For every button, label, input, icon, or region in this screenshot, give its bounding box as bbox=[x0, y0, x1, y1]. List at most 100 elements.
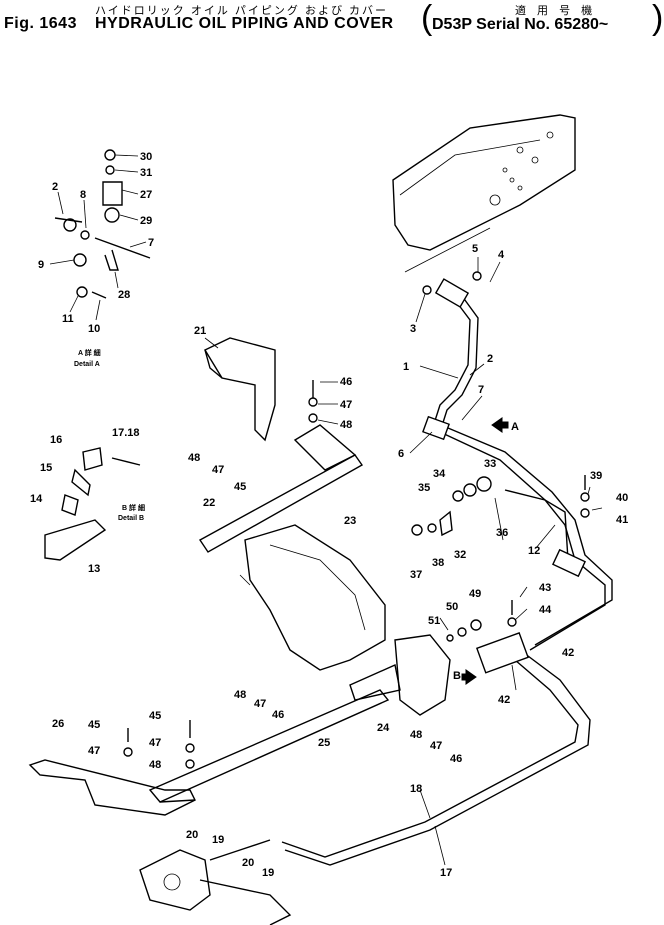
callout-label: 28 bbox=[118, 289, 130, 301]
callout-label: 47 bbox=[88, 745, 100, 757]
hydraulic-tank bbox=[392, 114, 576, 273]
callout-label: 15 bbox=[40, 462, 52, 474]
callout-label: 5 bbox=[472, 243, 478, 255]
callout-label: 32 bbox=[454, 549, 466, 561]
callout-label: 22 bbox=[203, 497, 215, 509]
detail-a-label-japanese: A 詳 細 bbox=[78, 348, 101, 357]
callout-label: 48 bbox=[234, 689, 246, 701]
callout-label: 23 bbox=[344, 515, 356, 527]
hydraulic-pipe-set bbox=[281, 278, 613, 866]
callout-label: 12 bbox=[528, 545, 540, 557]
callout-label: 48 bbox=[410, 729, 422, 741]
callout-label: 29 bbox=[140, 215, 152, 227]
callout-label: 44 bbox=[539, 604, 552, 616]
detail-b-label: B 詳 細 Detail B bbox=[118, 503, 145, 522]
detail-a-parts bbox=[54, 149, 151, 299]
bar-25 bbox=[148, 689, 390, 803]
callout-label: 35 bbox=[418, 482, 430, 494]
callout-label: 46 bbox=[272, 709, 284, 721]
callout-label: 3 bbox=[410, 323, 416, 335]
detail-b-label-english: Detail B bbox=[118, 515, 144, 522]
callout-label: 30 bbox=[140, 151, 152, 163]
callout-label: 1 bbox=[403, 361, 409, 373]
guard-21 bbox=[204, 337, 276, 442]
leader-lines bbox=[49, 154, 603, 866]
callout-label: 49 bbox=[469, 588, 481, 600]
callout-label: 45 bbox=[149, 710, 161, 722]
callout-label: 20 bbox=[186, 829, 198, 841]
serial-applicability: D53P Serial No. 65280~ bbox=[432, 16, 609, 33]
callout-label: 38 bbox=[432, 557, 444, 569]
callout-label: 26 bbox=[52, 718, 64, 730]
callout-label: 18 bbox=[410, 783, 422, 795]
callout-label: 21 bbox=[194, 325, 206, 337]
callout-label: 16 bbox=[50, 434, 62, 446]
callout-label: 14 bbox=[30, 493, 43, 505]
callout-label: 39 bbox=[590, 470, 602, 482]
bolt-stacks bbox=[123, 380, 590, 769]
callout-label: 6 bbox=[398, 448, 404, 460]
callout-label: 47 bbox=[340, 399, 352, 411]
callout-label: 47 bbox=[212, 464, 224, 476]
callout-label: 25 bbox=[318, 737, 330, 749]
callout-label: 27 bbox=[140, 189, 152, 201]
callout-label: 43 bbox=[539, 582, 551, 594]
callout-label: 33 bbox=[484, 458, 496, 470]
view-arrow-b-label: B bbox=[453, 670, 461, 682]
view-arrow-a: A bbox=[491, 417, 519, 433]
callout-label: 20 bbox=[242, 857, 254, 869]
callout-label: 34 bbox=[433, 468, 446, 480]
callout-label: 9 bbox=[38, 259, 44, 271]
cylinder-assembly bbox=[139, 839, 292, 925]
callout-label: 11 bbox=[62, 313, 74, 325]
callout-label: 24 bbox=[377, 722, 390, 734]
callout-label: 47 bbox=[430, 740, 442, 752]
callout-label: 50 bbox=[446, 601, 458, 613]
detail-a-label-english: Detail A bbox=[74, 361, 100, 368]
piece-26 bbox=[28, 759, 196, 816]
cover-23 bbox=[239, 524, 386, 671]
figure-title-japanese: ハイドロリック オイル パイピング および カバー bbox=[95, 5, 389, 17]
applicability-label-japanese: 適 用 号 機 bbox=[515, 5, 597, 17]
callout-label: 48 bbox=[340, 419, 352, 431]
callout-label: 45 bbox=[234, 481, 246, 493]
figure-number: Fig. 1643 bbox=[4, 15, 77, 32]
figure-header: Fig. 1643 ハイドロリック オイル パイピング および カバー HYDR… bbox=[0, 0, 664, 40]
callout-label: 17 bbox=[440, 867, 452, 879]
callout-label: 42 bbox=[562, 647, 574, 659]
callout-label: 42 bbox=[498, 694, 510, 706]
callout-label: 40 bbox=[616, 492, 628, 504]
callout-label: 46 bbox=[340, 376, 352, 388]
callout-numbers: 30 31 27 29 2 8 7 9 28 11 10 21 46 47 48… bbox=[30, 151, 628, 879]
callout-label: 31 bbox=[140, 167, 152, 179]
callout-label: 47 bbox=[254, 698, 266, 710]
callout-label: 19 bbox=[262, 867, 274, 879]
callout-label: 47 bbox=[149, 737, 161, 749]
close-bracket: ) bbox=[652, 0, 664, 37]
callout-label: 45 bbox=[88, 719, 100, 731]
cover-24 bbox=[349, 634, 451, 716]
callout-label: 7 bbox=[148, 237, 154, 249]
callout-label: 10 bbox=[88, 323, 100, 335]
callout-label: 13 bbox=[88, 563, 100, 575]
figure-title: HYDRAULIC OIL PIPING AND COVER bbox=[95, 15, 394, 32]
callout-label: 41 bbox=[616, 514, 628, 526]
detail-b-parts bbox=[44, 447, 141, 561]
callout-label: 51 bbox=[428, 615, 440, 627]
detail-b-label-japanese: B 詳 細 bbox=[122, 503, 145, 512]
callout-label: 8 bbox=[80, 189, 86, 201]
callout-label: 17.18 bbox=[112, 427, 140, 439]
view-arrow-a-label: A bbox=[511, 421, 519, 433]
callout-label: 19 bbox=[212, 834, 224, 846]
callout-label: 4 bbox=[498, 249, 505, 261]
cover-22 bbox=[198, 424, 364, 553]
callout-label: 36 bbox=[496, 527, 508, 539]
view-arrow-b: B bbox=[453, 669, 477, 685]
callout-label: 2 bbox=[487, 353, 493, 365]
callout-label: 37 bbox=[410, 569, 422, 581]
callout-label: 46 bbox=[450, 753, 462, 765]
detail-a-label: A 詳 細 Detail A bbox=[74, 348, 101, 368]
callout-label: 48 bbox=[188, 452, 200, 464]
callout-label: 48 bbox=[149, 759, 161, 771]
